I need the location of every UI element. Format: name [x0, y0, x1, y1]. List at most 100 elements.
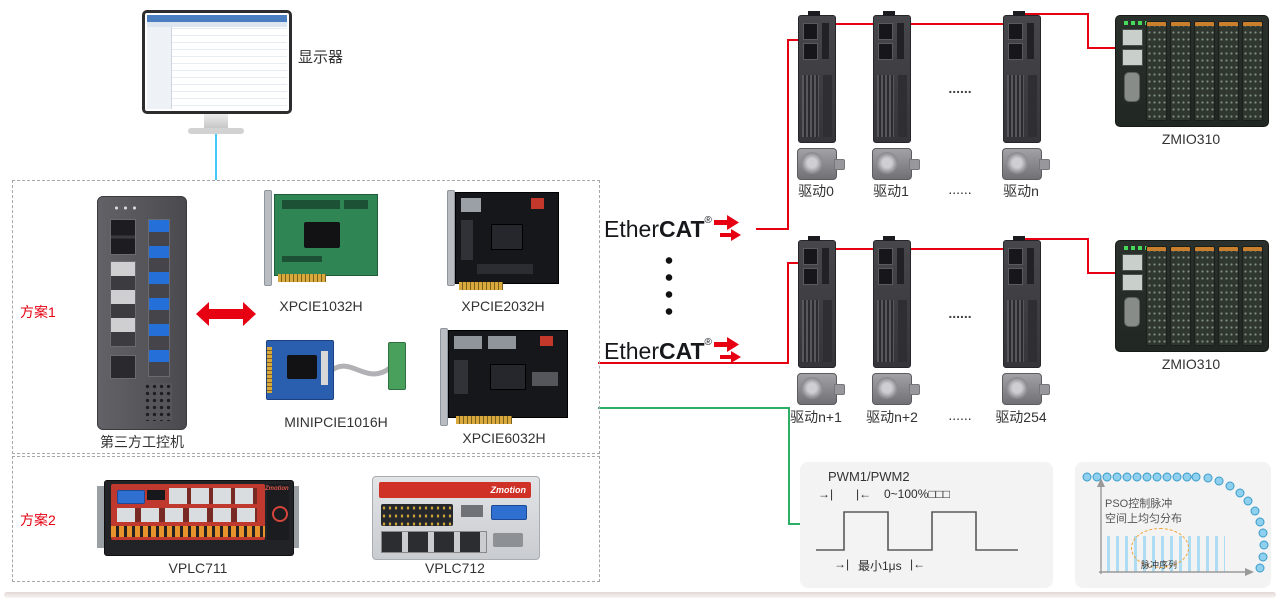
motor-face [801, 377, 823, 399]
pwm-waveform [816, 511, 1018, 551]
servo-motor [797, 148, 845, 180]
servo-drive [1002, 11, 1050, 193]
pc-vent-grid [144, 383, 172, 421]
vga-port [117, 490, 145, 504]
ethercat-text-bold: CAT [658, 215, 705, 242]
ethercat-text: Ether [604, 215, 659, 242]
drive-heatsink [877, 300, 894, 362]
mount-ear [292, 486, 299, 548]
drive-label: 驱动n [1003, 183, 1039, 199]
zmio310-label: ZMIO310 [1161, 356, 1221, 372]
pc-usb-column [148, 219, 170, 377]
drive-body [873, 236, 911, 368]
servo-motor [797, 373, 845, 405]
pin-row [321, 351, 328, 385]
pwm-marker-in: →| [834, 557, 850, 571]
drive-label: 驱动0 [798, 183, 834, 199]
buttons-block [493, 533, 523, 547]
metal-connector [461, 198, 481, 212]
io-module [1170, 21, 1191, 121]
pwm-title: PWM1/PWM2 [828, 469, 910, 484]
card-xpcie6032h [440, 328, 568, 428]
servo-motor [1002, 373, 1050, 405]
drive-label: 驱动1 [873, 183, 909, 199]
page-bottom-edge [4, 592, 1276, 598]
pin-header [461, 220, 473, 260]
card-bracket [447, 190, 455, 286]
card-xpcie1032h-label: XPCIE1032H [279, 298, 363, 314]
chip [490, 364, 526, 390]
drive-connector [1008, 23, 1023, 40]
io-module [1218, 246, 1239, 346]
db-connector [1124, 297, 1140, 327]
vga-port [491, 505, 527, 520]
rj45-port [1122, 254, 1143, 271]
pwm-marker-out: |← [910, 557, 926, 571]
drive-connector [878, 268, 893, 285]
industrial-pc-label: 第三方工控机 [100, 434, 184, 450]
drive-connector [1008, 268, 1023, 285]
red-component [531, 198, 544, 209]
chip [304, 222, 340, 248]
pso-text-line2: 空间上均匀分布 [1105, 513, 1182, 525]
drive-ellipsis: ...... [948, 305, 972, 321]
pin-header [477, 264, 533, 274]
terminal-strip [111, 526, 265, 537]
chip [491, 224, 523, 250]
drive-side [898, 75, 907, 137]
logo-ring [272, 506, 288, 522]
zmio310-label: ZMIO310 [1161, 131, 1221, 147]
hdmi-port [147, 490, 165, 500]
drive-side [1028, 75, 1037, 137]
cable-connector [388, 342, 406, 390]
pso-plot [1082, 472, 1269, 576]
drive-tab [1013, 236, 1025, 241]
motor-face [801, 152, 823, 174]
ethercat-reg: ® [704, 215, 712, 226]
io-module [1170, 246, 1191, 346]
servo-motor [1002, 148, 1050, 180]
mount-ear [97, 486, 104, 548]
motor-face [876, 152, 898, 174]
zmio310-unit [1115, 15, 1269, 127]
io-modules [1146, 21, 1263, 121]
io-modules [1146, 246, 1263, 346]
drive-slot [1027, 23, 1034, 59]
monitor-base [188, 128, 244, 134]
zmotion-logo-text: Zmotion [490, 485, 527, 495]
servo-drive [872, 236, 920, 418]
drive-heatsink [802, 75, 819, 137]
motor-shaft [834, 384, 845, 395]
connector-block [461, 505, 483, 517]
drive-body [873, 11, 911, 143]
servo-motor [872, 373, 920, 405]
industrial-pc [97, 196, 187, 430]
drive-tab [883, 236, 895, 241]
drive-connector [803, 268, 818, 285]
card-bracket [440, 328, 448, 426]
controller-vplc712-label: VPLC712 [425, 560, 485, 576]
scheme1-label: 方案1 [20, 304, 56, 320]
chip [287, 355, 317, 379]
ethercat-text-bold: CAT [658, 337, 705, 364]
metal-connector [488, 336, 516, 349]
drive-connector [803, 23, 818, 40]
ethercat-bus1-line [756, 39, 799, 230]
drive-body [1003, 11, 1041, 143]
drive-heatsink [802, 300, 819, 362]
motor-face [876, 377, 898, 399]
drive-heatsink [1007, 75, 1024, 137]
terminal-block [381, 504, 453, 526]
pso-panel: PSO控制脉冲 空间上均匀分布 脉冲序列 [1075, 462, 1271, 588]
drive-tab [808, 11, 820, 16]
gold-fingers [278, 274, 326, 282]
drive-ellipsis: ...... [948, 407, 972, 423]
gold-edge [267, 347, 272, 393]
drive-body [798, 236, 836, 368]
drive-slot [897, 23, 904, 59]
pc-leds [112, 205, 138, 211]
ethercat-bus2-line [598, 262, 799, 364]
ethercat-arrow-icon [713, 337, 741, 363]
pwm-green-line [598, 407, 800, 525]
